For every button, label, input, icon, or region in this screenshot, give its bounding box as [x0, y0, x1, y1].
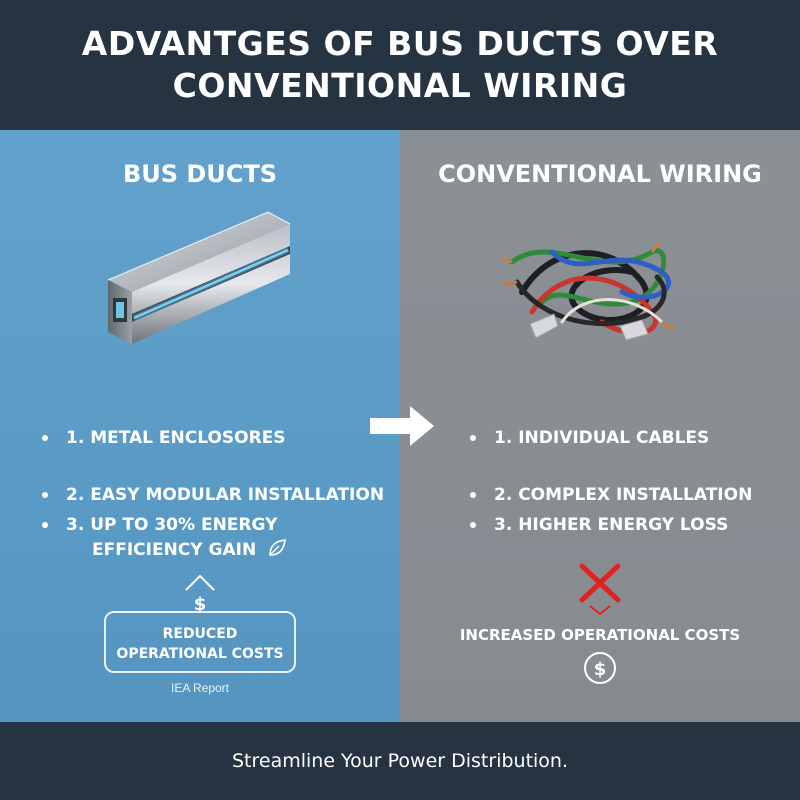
list-item: 3. UP TO 30% ENERGY — [42, 513, 277, 537]
dollar-up-icon: $ — [185, 574, 215, 614]
bus-ducts-panel: BUS DUCTS 1. METAL ENCLOSORES — [0, 130, 400, 722]
list-item: 2. EASY MODULAR INSTALLATION — [42, 483, 384, 507]
bullet — [470, 492, 476, 498]
bus-ducts-title: BUS DUCTS — [122, 160, 278, 188]
page-title: ADVANTGES OF BUS DUCTS OVER CONVENTIONAL… — [81, 24, 719, 105]
bullet — [470, 435, 476, 441]
increased-costs-label: INCREASED OPERATIONAL COSTS — [459, 626, 741, 644]
list-item-continuation: EFFICIENCY GAIN — [92, 537, 288, 562]
bus-duct-image — [107, 211, 291, 344]
tangled-wires-image — [501, 241, 675, 341]
bullet — [470, 522, 476, 528]
dollar-circle-icon: $ — [584, 652, 616, 684]
red-x-icon — [579, 563, 621, 616]
bullet — [42, 522, 48, 528]
arrow-right-icon — [370, 406, 434, 446]
footer: Streamline Your Power Distribution. — [0, 722, 800, 800]
svg-text:$: $ — [194, 594, 207, 614]
list-item: 2. COMPLEX INSTALLATION — [470, 483, 752, 507]
conventional-wiring-panel: CONVENTIONAL WIRING 1. INDIVIDUAL CABLES… — [400, 130, 800, 722]
list-item: 1. INDIVIDUAL CABLES — [470, 426, 709, 450]
leaf-icon — [269, 539, 287, 556]
reduced-costs-label: REDUCED OPERATIONAL COSTS — [116, 626, 284, 662]
svg-text:$: $ — [594, 659, 607, 680]
bullet — [42, 435, 48, 441]
tagline: Streamline Your Power Distribution. — [231, 750, 569, 772]
list-item: 1. METAL ENCLOSORES — [42, 426, 286, 450]
source-note: IEA Report — [170, 681, 230, 695]
conventional-wiring-title: CONVENTIONAL WIRING — [438, 160, 762, 188]
reduced-costs-box — [104, 611, 296, 673]
bullet — [42, 492, 48, 498]
list-item: 3. HIGHER ENERGY LOSS — [470, 513, 728, 537]
header: ADVANTGES OF BUS DUCTS OVER CONVENTIONAL… — [0, 0, 800, 130]
